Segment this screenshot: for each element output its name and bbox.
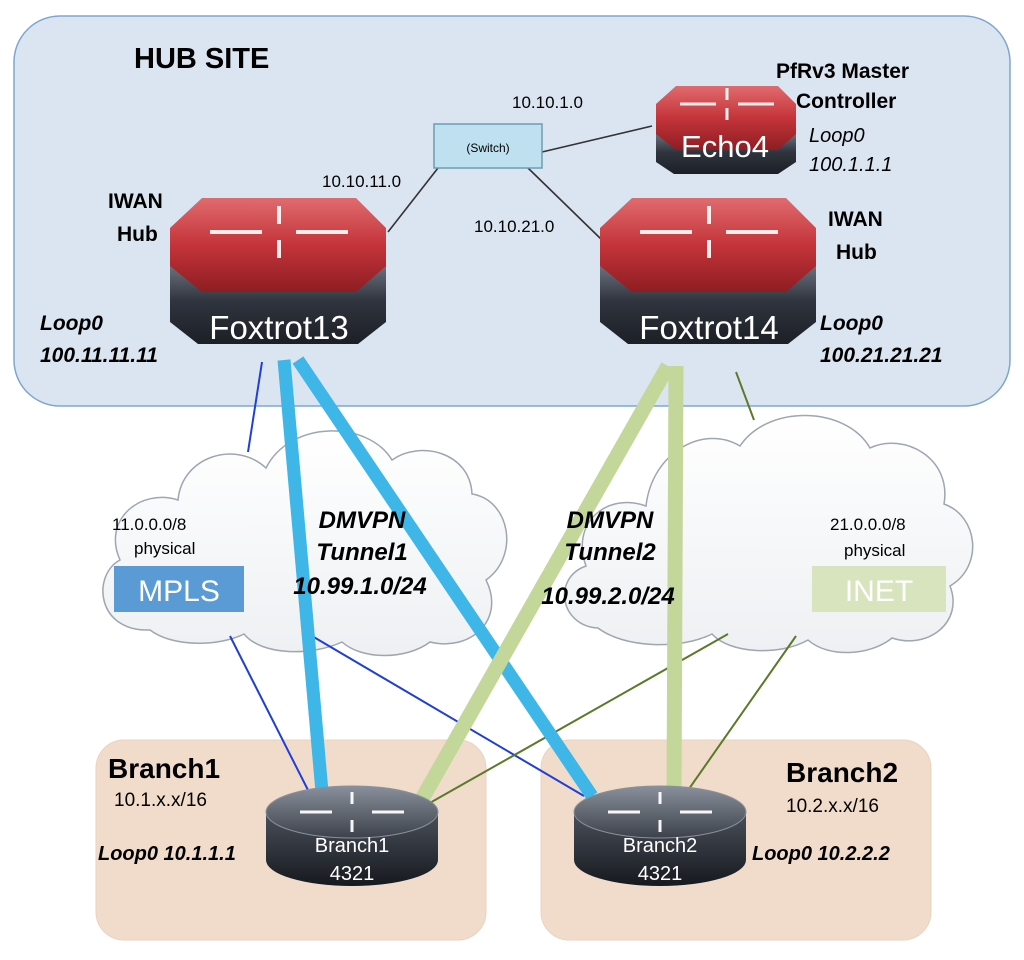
echo4-role-line1: PfRv3 Master	[776, 60, 909, 83]
tunnel1-branch1-path	[277, 359, 329, 793]
physical-links	[229, 361, 797, 805]
foxtrot13-role-line1: IWAN	[108, 190, 163, 213]
switch-label: (Switch)	[466, 141, 509, 155]
branch1-router-line1: Branch1	[315, 835, 390, 857]
branch2-loop: Loop0 10.2.2.2	[752, 843, 890, 865]
echo4-loop-label: Loop0	[809, 125, 865, 147]
branch2-router-line1: Branch2	[623, 835, 698, 857]
echo4-loop-ip: 100.1.1.1	[809, 154, 892, 176]
tunnel2-line2: Tunnel2	[564, 539, 656, 566]
tunnel1-line3: 10.99.1.0/24	[293, 573, 426, 600]
inet-kind: physical	[844, 541, 905, 560]
dmvpn-tunnel1	[277, 356, 598, 800]
foxtrot14-role-line2: Hub	[836, 241, 877, 264]
switch	[433, 123, 543, 169]
mpls-branch1-link	[229, 635, 311, 795]
branch1-subnet: 10.1.x.x/16	[114, 790, 207, 811]
tunnel2-line3: 10.99.2.0/24	[541, 583, 674, 610]
link-label-foxtrot14: 10.10.21.0	[474, 217, 554, 236]
foxtrot14-loop-label: Loop0	[820, 312, 883, 335]
branch1-title: Branch1	[108, 753, 220, 784]
mpls-branch2-link	[311, 635, 585, 797]
tunnel2-branch2-path	[666, 365, 684, 793]
foxtrot13-role-line2: Hub	[117, 223, 158, 246]
mpls-subnet: 11.0.0.0/8	[112, 515, 186, 534]
foxtrot13-name: Foxtrot13	[209, 309, 348, 346]
link-label-foxtrot13: 10.10.11.0	[322, 172, 401, 191]
foxtrot13-router-icon	[170, 198, 386, 344]
inet-name: INET	[845, 575, 913, 608]
mpls-tag	[114, 566, 244, 612]
branch2-router-line2: 4321	[638, 863, 683, 885]
hub-site-title: HUB SITE	[134, 43, 269, 75]
inet-subnet: 21.0.0.0/8	[830, 515, 906, 534]
mpls-kind: physical	[134, 539, 195, 558]
tunnel1-line2: Tunnel1	[316, 539, 408, 566]
inet-tag	[812, 566, 946, 612]
branch1-router-icon	[265, 785, 439, 886]
switch-echo4-link	[541, 125, 653, 153]
foxtrot14-loop-ip: 100.21.21.21	[820, 344, 943, 367]
branch2-subnet: 10.2.x.x/16	[786, 796, 879, 817]
branch1-loop: Loop0 10.1.1.1	[98, 843, 236, 865]
inet-branch2-link	[683, 635, 797, 797]
foxtrot14-inet-link	[735, 371, 755, 421]
echo4-router-icon	[656, 86, 796, 174]
tunnel2-line1: DMVPN	[567, 507, 654, 534]
tunnel1-branch2-path	[292, 356, 598, 800]
tunnel1-line1: DMVPN	[319, 507, 406, 534]
branch2-router-icon	[573, 785, 747, 886]
foxtrot14-role-line1: IWAN	[828, 208, 883, 231]
switch-foxtrot13-link	[387, 167, 439, 233]
foxtrot13-mpls-link	[247, 361, 263, 453]
dmvpn-tunnel2	[411, 362, 684, 810]
tunnel2-branch1-path	[411, 362, 675, 810]
echo4-name: Echo4	[681, 129, 769, 164]
branch1-router-line2: 4321	[330, 863, 375, 885]
link-label-echo4: 10.10.1.0	[512, 93, 583, 112]
foxtrot14-name: Foxtrot14	[639, 309, 778, 346]
switch-foxtrot14-link	[527, 167, 603, 241]
mpls-name: MPLS	[138, 575, 220, 608]
foxtrot13-loop-ip: 100.11.11.11	[40, 344, 158, 367]
branch2-title: Branch2	[786, 757, 898, 788]
foxtrot14-router-icon	[600, 198, 816, 344]
echo4-role-line2: Controller	[796, 90, 896, 113]
foxtrot13-loop-label: Loop0	[40, 312, 103, 335]
